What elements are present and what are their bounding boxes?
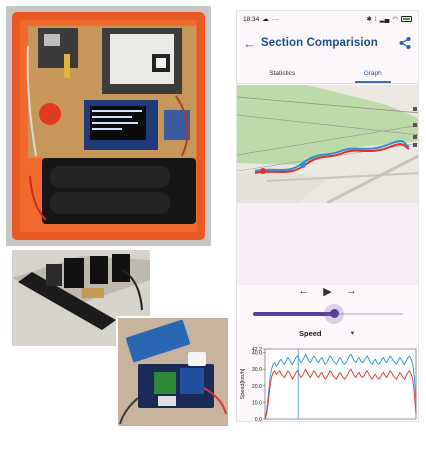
route-map[interactable] [237,85,418,203]
previous-arrow-icon[interactable]: ← [298,285,310,297]
vibrate-icon: ⁞ [374,15,377,23]
cloud-icon: ☁ [262,16,269,23]
chevron-down-icon: ▼ [349,330,356,337]
map-spacer [237,203,418,285]
tab-graph[interactable]: Graph [328,63,419,83]
wifi-icon: ◠ [392,16,398,23]
bluetooth-icon: ✱ [366,16,372,23]
y-tick-label: 40.0 [252,351,262,357]
y-tick-label: 0.0 [255,417,262,422]
more-icon: ··· [271,15,279,23]
status-bar: 18:34 ☁ ··· ✱ ⁞ ▂▄ ◠ [237,11,418,27]
tab-divider [237,83,418,84]
series-line-0 [264,353,417,420]
phone-screen: 18:34 ☁ ··· ✱ ⁞ ▂▄ ◠ ← Section Comparisi… [236,10,419,422]
status-time: 18:34 [243,15,260,23]
y-tick-label: 20.0 [252,384,262,390]
playback-controls: ← ▶ → [237,281,418,301]
signal-icon: ▂▄ [379,16,390,23]
slider-fill [253,312,334,316]
y-tick-label: 30.0 [252,367,262,373]
arrow-left-icon[interactable]: ← [243,35,256,51]
slider-thumb[interactable] [329,309,339,318]
y-tick-label: 42.2 [252,347,262,353]
metric-dropdown-value: Speed [299,329,322,338]
chart-plot-area [264,348,417,420]
device-enclosure-photo [6,6,211,246]
prototype-board-photo [118,318,228,426]
series-line-1 [264,368,417,420]
tab-bar: Statistics Graph [237,63,418,83]
metric-dropdown[interactable]: Speed ▼ [299,329,355,338]
battery-icon [401,16,412,22]
app-bar: ← Section Comparision [237,29,418,57]
y-axis-label: Speed[km/h] [240,368,246,399]
tab-statistics[interactable]: Statistics [269,69,296,77]
play-icon[interactable]: ▶ [323,285,332,298]
y-tick-label: 10.0 [252,400,262,406]
page-title: Section Comparision [261,37,378,49]
share-icon[interactable] [398,36,412,50]
next-arrow-icon[interactable]: → [345,285,357,297]
playback-slider[interactable] [253,304,403,324]
